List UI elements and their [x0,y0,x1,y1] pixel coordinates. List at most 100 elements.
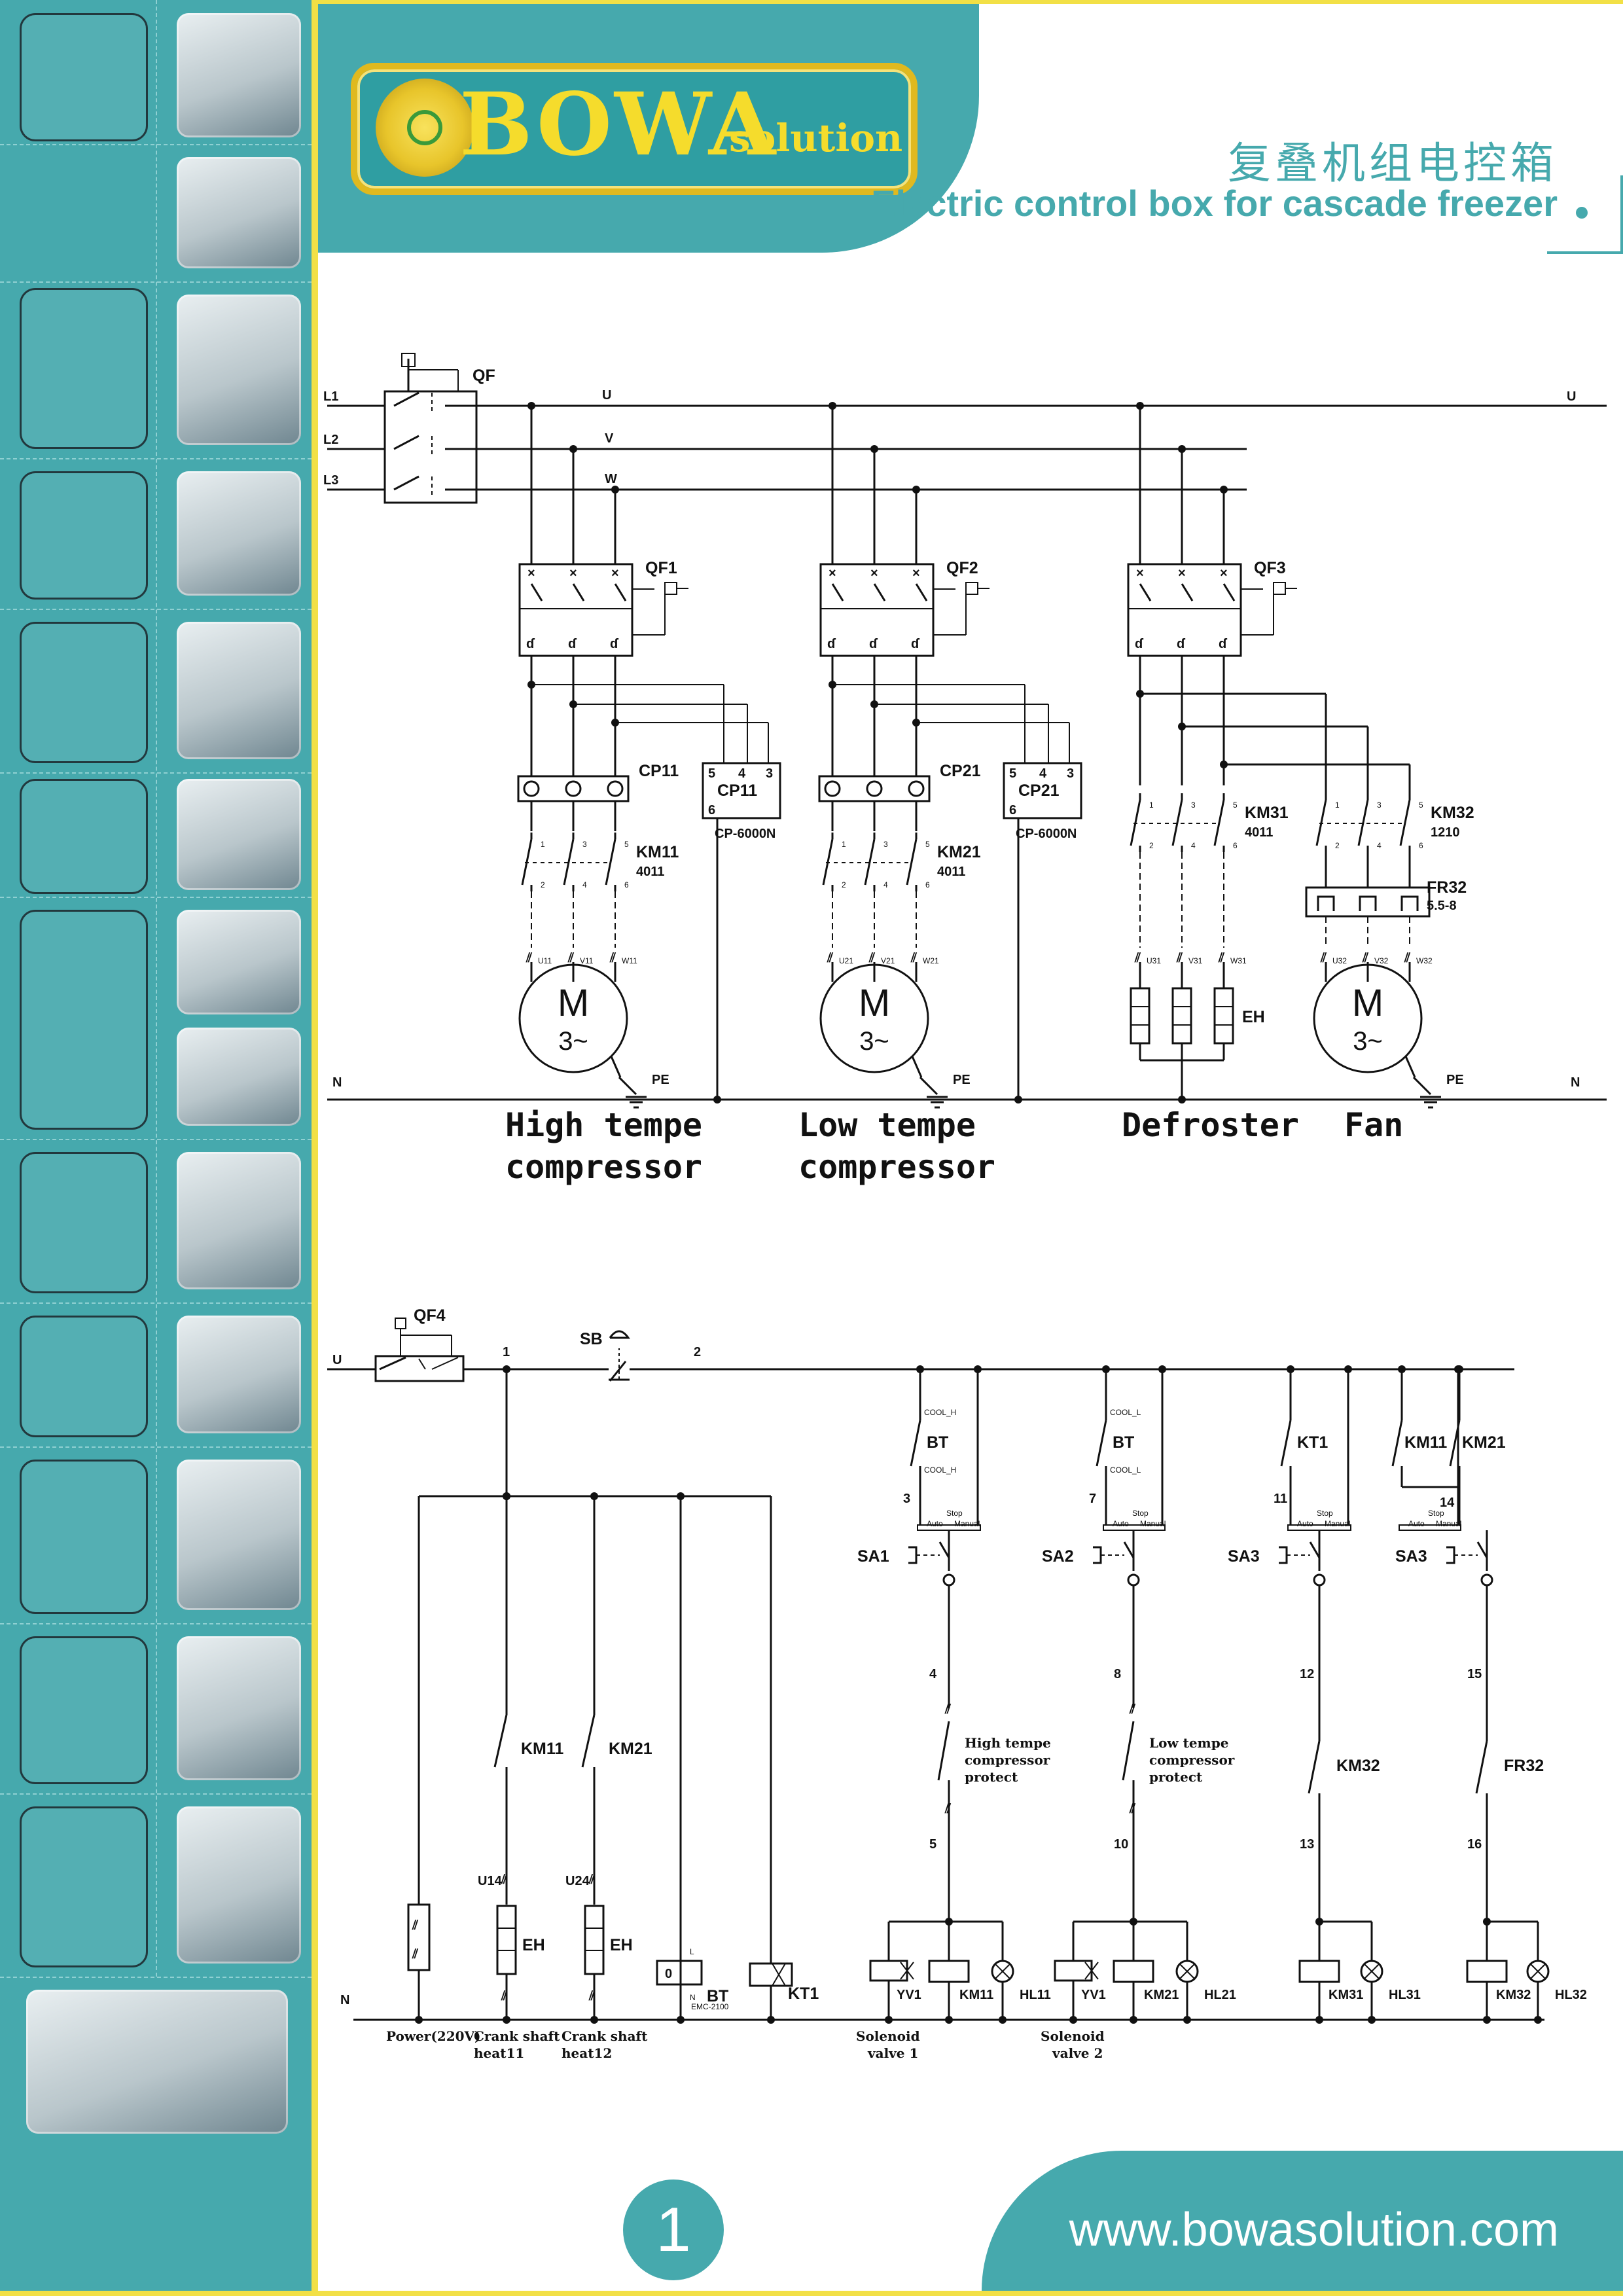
breaker-b2: ɗ [827,637,836,651]
sidebar-edge-stripe [312,0,318,2291]
control-breaker-qf4 [379,1356,406,1371]
sidebar-divider [0,1302,312,1304]
terminal-label-b2: V21 [881,956,895,965]
contactor-pin-b2: 1 [842,840,846,849]
output-label-lamp-r1: HL11 [1020,1988,1051,2002]
mode-auto-r2: Auto [1113,1519,1129,1528]
contactor-pin-b1: 6 [624,880,629,889]
protector-pin-b1: 4 [738,766,746,781]
motor-drawing-icon [20,1636,148,1784]
breaker-b3 [1127,563,1242,657]
earth-icon [1412,1076,1432,1096]
terminal-b4: ⫽ [1404,951,1411,965]
mode-stop-r2: Stop [1132,1509,1149,1518]
terminal-b3: ⫽ [1218,951,1225,965]
breaker-b2: × [870,566,878,581]
motor-label-b4: M [1352,982,1383,1024]
terminal-b2: ⫽ [910,951,918,965]
solenoid-valve-photo-icon [177,157,301,268]
caption-crank-heat-1: heat11 [474,2045,524,2061]
crank-heater-terminal-mark-1: ⫽ [501,1873,508,1887]
website-link[interactable]: www.bowasolution.com [1069,2204,1559,2256]
caption-valve-r1: valve 1 [867,2045,918,2061]
wire-mid-r3: 12 [1300,1667,1314,1681]
terminal-label-b4: U32 [1332,956,1347,965]
sidebar-divider [0,144,312,145]
breaker-b1 [518,563,633,657]
protect-label-r1: compressor [965,1752,1050,1768]
contactor-b1 [563,838,575,886]
thermal-element-b1 [565,780,582,797]
breaker-b3 [1273,582,1286,595]
breaker-b1: × [611,566,619,581]
terminal-label-b4: W32 [1416,956,1433,965]
caption-solenoid-r2: Solenoid [1041,2028,1105,2044]
junction-dot [1483,2016,1491,2024]
wire-mid-r2: 8 [1114,1667,1121,1681]
motor-phase-b4: 3~ [1353,1027,1383,1056]
terminal-label-b3: U31 [1147,956,1161,965]
protector-pin-b2: 4 [1039,766,1047,781]
mode-stop-r4: Stop [1428,1509,1444,1518]
junction-dot [713,1096,721,1103]
thermal-element-b2 [908,780,925,797]
caption-low-tempe: Low tempe [798,1106,976,1144]
breaker-b2 [915,583,928,601]
breaker-b2: ɗ [911,637,920,651]
strainer-drawing-icon [20,779,148,894]
bus-label-w: W [605,472,617,486]
heater-element-b3-icon [1130,987,1150,1045]
control-breaker-label: QF4 [414,1306,446,1325]
junction-dot [1178,1096,1186,1103]
rung-input-label-r1: BT [927,1433,948,1452]
breaker-b2: × [829,566,836,581]
condenser-photo-icon [177,1316,301,1433]
indicator-lamp-r4 [1530,1964,1546,1979]
power-fuse: ⫽ [412,1947,419,1962]
breaker-b1 [572,583,585,601]
crank-heater-contact-label-2: KM21 [609,1740,652,1758]
thermal-relay-b4 [1305,886,1431,918]
main-breaker-qf [393,391,419,407]
mode-auto-r1: Auto [927,1519,943,1528]
sidebar-divider [0,1977,312,1978]
contactor-model-b2: 4011 [937,865,965,879]
crank-heater-terminal-mark-2: ⫽ [588,1873,596,1887]
thermal-relay-model-b4: 5.5-8 [1427,899,1457,913]
breaker-b3: × [1178,566,1186,581]
sidebar-divider [0,1793,312,1795]
contactor-label-b1: KM11 [636,843,679,861]
control-breaker-qf4 [431,1357,459,1370]
evaporator-photo-icon [177,1028,301,1126]
breaker-b1 [530,583,543,601]
heater-element-b3-icon [1171,987,1192,1045]
contactor-pin-b3: 5 [1233,800,1238,810]
bus-label-v: V [605,431,614,446]
mode-auto-r3: Auto [1297,1519,1313,1528]
breaker-b3: × [1220,566,1228,581]
wire-out-r2: 10 [1114,1837,1128,1852]
selector-r3-icon [1279,1546,1288,1564]
crank-heater-terminal-2: U24 [565,1874,590,1888]
contactor-coil-r1 [928,1960,970,1983]
protect-label-r2: protect [1149,1769,1203,1785]
motor-b2 [911,1056,923,1078]
breaker-label-b3: QF3 [1254,559,1286,577]
junction-dot [1136,402,1144,410]
protect-label-r1: protect [965,1769,1018,1785]
temperature-controller-bt [656,1960,703,1986]
rung-input-r3 [1280,1420,1292,1467]
neutral-label-end: N [1571,1075,1580,1090]
sidebar-column-divider [156,0,157,1977]
contactor-pin-b3: 2 [1149,841,1154,850]
contactor-b3 [1213,799,1225,846]
rung-input-r4 [1391,1420,1403,1467]
motor-b4 [1404,1056,1416,1078]
protector-model-b1: CP-6000N [715,827,776,841]
breaker-b2 [831,583,844,601]
caption-valve-r2: valve 2 [1052,2045,1103,2061]
contactor-coil-r3 [1298,1960,1340,1983]
selector-label-r1: SA1 [857,1547,889,1566]
protector-pin-b2: 3 [1067,766,1074,781]
rung-input-label-r4: KM11 [1404,1433,1447,1452]
